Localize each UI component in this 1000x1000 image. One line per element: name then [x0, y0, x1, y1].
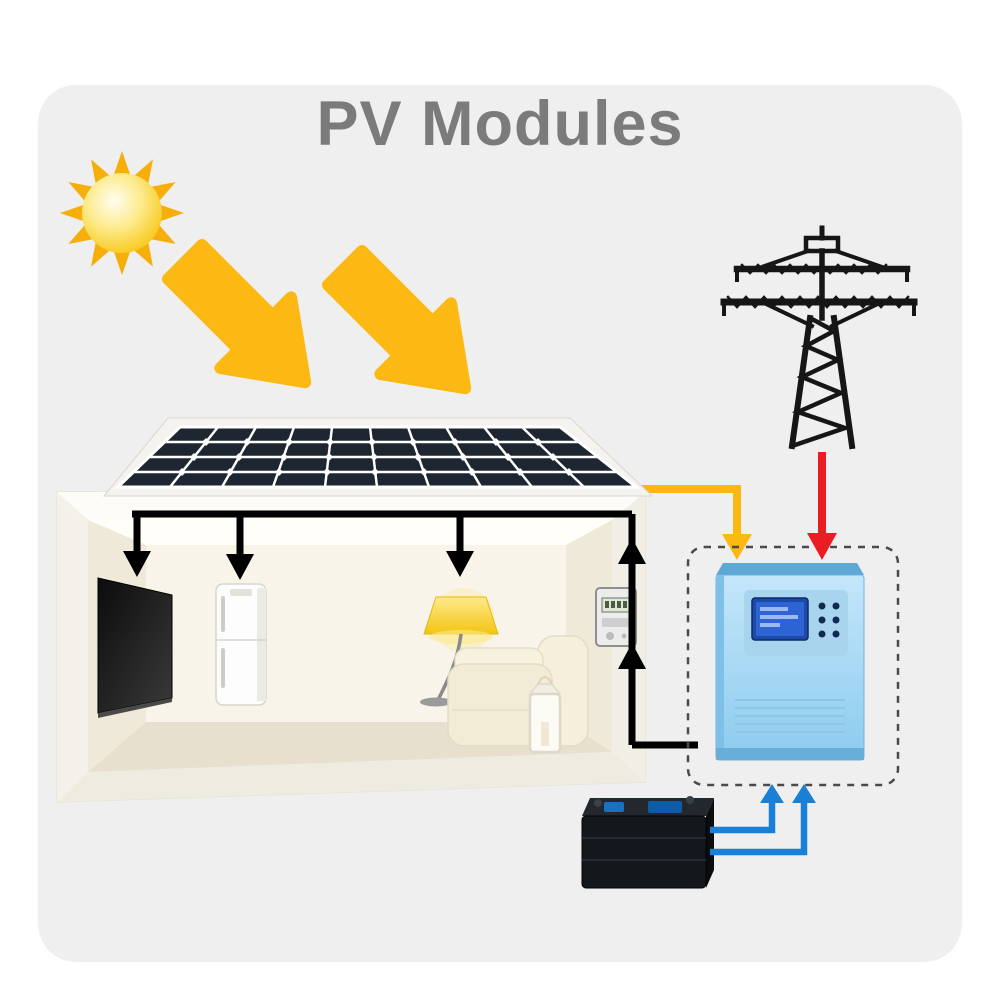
- television: [97, 577, 173, 718]
- inverter-buttons: [818, 602, 840, 638]
- lantern: [528, 676, 562, 754]
- inverter-vents: [735, 699, 845, 733]
- ceiling: [88, 520, 612, 545]
- utility-grid-tower: [720, 225, 918, 450]
- sunlight-arrows: [162, 239, 472, 395]
- sunlight-arrow-icon: [322, 245, 472, 395]
- grid-to-inverter-arrow: [807, 452, 837, 560]
- inverter-enclosure: [686, 545, 900, 787]
- sun-icon: [60, 151, 184, 275]
- energy-meter: [595, 587, 637, 647]
- sofa: [447, 635, 589, 747]
- battery: [581, 796, 714, 889]
- refrigerator: [215, 583, 267, 706]
- battery-to-inverter-arrows: [710, 784, 816, 856]
- power-to-loads-arrows: [123, 510, 698, 749]
- sunlight-arrow-icon: [162, 239, 312, 389]
- page-title: PV Modules: [316, 89, 684, 159]
- hybrid-inverter: [715, 563, 865, 761]
- pv-module-array: [102, 417, 654, 497]
